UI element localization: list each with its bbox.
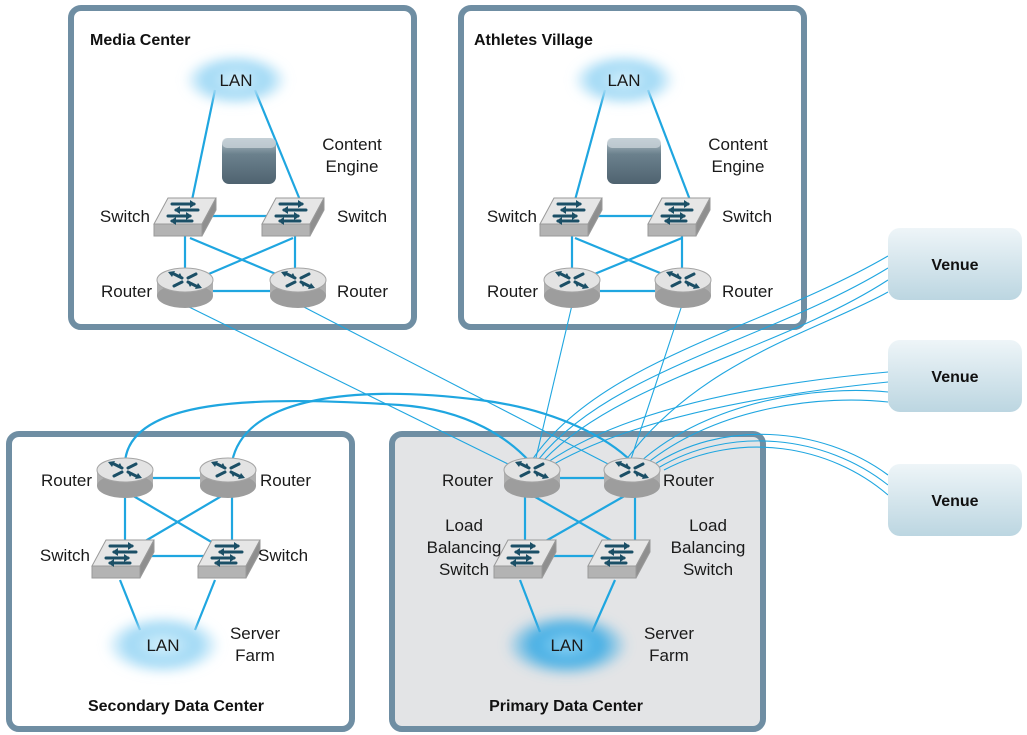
media-center-router-left-icon — [155, 266, 215, 310]
media-center-switch-right-label: Switch — [337, 207, 387, 226]
secondary-dc-router-left-label: Router — [41, 471, 92, 490]
athletes-village-lan-cloud: LAN — [572, 54, 676, 106]
media-center-title: Media Center — [90, 32, 190, 49]
media-center-router-right-icon — [268, 266, 328, 310]
primary-dc-lb-left-label-3: Switch — [439, 560, 489, 579]
primary-dc-lb-right-label-1: Load — [689, 516, 727, 535]
athletes-village-content-engine-label-2: Engine — [712, 157, 765, 176]
primary-dc-server-farm-label-2: Farm — [649, 646, 689, 665]
venue-2: Venue — [888, 340, 1022, 412]
media-center-content-engine-label-1: Content — [322, 135, 382, 154]
secondary-dc-title: Secondary Data Center — [88, 698, 264, 715]
athletes-village-lan-label: LAN — [607, 71, 640, 90]
media-center-content-engine-icon — [222, 138, 276, 184]
primary-data-center-box — [389, 431, 766, 732]
athletes-village-router-right-label: Router — [722, 282, 773, 301]
secondary-dc-router-left-icon — [95, 456, 155, 500]
athletes-village-router-left-icon — [542, 266, 602, 310]
media-center-router-right-label: Router — [337, 282, 388, 301]
athletes-village-router-right-icon — [653, 266, 713, 310]
secondary-dc-router-right-icon — [198, 456, 258, 500]
athletes-village-switch-right-label: Switch — [722, 207, 772, 226]
media-center-lan-label: LAN — [219, 71, 252, 90]
athletes-village-router-left-label: Router — [487, 282, 538, 301]
primary-dc-lb-right-label-3: Switch — [683, 560, 733, 579]
athletes-village-switch-left-label: Switch — [487, 207, 537, 226]
primary-dc-lan-cloud: LAN — [505, 613, 629, 677]
secondary-dc-lan-label: LAN — [146, 636, 179, 655]
venue-3: Venue — [888, 464, 1022, 536]
secondary-dc-switch-left-label: Switch — [40, 546, 90, 565]
primary-dc-router-right-icon — [602, 456, 662, 500]
secondary-dc-server-farm-label-1: Server — [230, 624, 280, 643]
media-center-router-left-label: Router — [101, 282, 152, 301]
links — [118, 89, 889, 633]
primary-dc-lan-label: LAN — [550, 636, 583, 655]
media-center-switch-left-label: Switch — [100, 207, 150, 226]
primary-dc-lb-right-label-2: Balancing — [671, 538, 746, 557]
venue-1-label: Venue — [931, 257, 978, 274]
secondary-dc-switch-right-label: Switch — [258, 546, 308, 565]
athletes-village-content-engine-icon — [607, 138, 661, 184]
athletes-village-content-engine-label-1: Content — [708, 135, 768, 154]
venue-3-label: Venue — [931, 493, 978, 510]
primary-dc-router-right-label: Router — [663, 471, 714, 490]
media-center-lan-cloud: LAN — [184, 54, 288, 106]
secondary-data-center-box — [6, 431, 355, 732]
primary-dc-lb-left-label-1: Load — [445, 516, 483, 535]
athletes-village-title: Athletes Village — [474, 32, 593, 49]
media-center-content-engine-label-2: Engine — [326, 157, 379, 176]
primary-dc-lb-left-label-2: Balancing — [427, 538, 502, 557]
primary-dc-router-left-label: Router — [442, 471, 493, 490]
primary-dc-server-farm-label-1: Server — [644, 624, 694, 643]
secondary-dc-lan-cloud: LAN — [105, 615, 221, 675]
primary-dc-router-left-icon — [502, 456, 562, 500]
venue-2-label: Venue — [931, 369, 978, 386]
primary-dc-title: Primary Data Center — [489, 698, 643, 715]
secondary-dc-router-right-label: Router — [260, 471, 311, 490]
secondary-dc-server-farm-label-2: Farm — [235, 646, 275, 665]
venue-1: Venue — [888, 228, 1022, 300]
